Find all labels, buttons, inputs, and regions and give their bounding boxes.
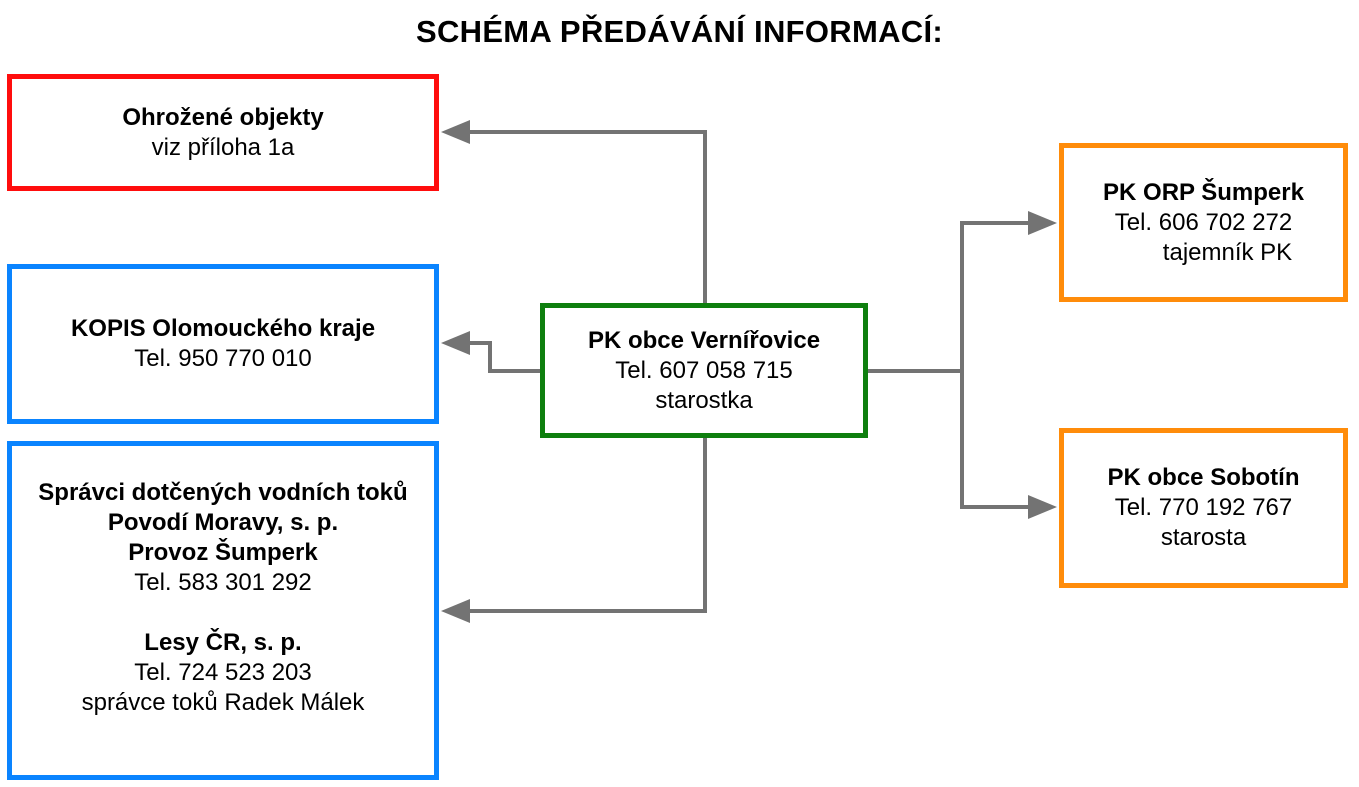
node-kopis-phone: Tel. 950 770 010 (134, 345, 312, 372)
node-pk-vernirovice: PK obce Vernířovice Tel. 607 058 715 sta… (540, 303, 868, 438)
node-spravci-title: Správci dotčených vodních toků (38, 479, 408, 506)
arrow-to-spravci (470, 438, 707, 613)
node-spravci-phone2: Tel. 724 523 203 (134, 659, 312, 686)
arrow-to-sobotin (960, 371, 1030, 509)
node-ohrozene-note: viz příloha 1a (151, 133, 295, 161)
diagram-title: SCHÉMA PŘEDÁVÁNÍ INFORMACÍ: (415, 14, 944, 49)
node-sobotin-role: starosta (1160, 524, 1247, 551)
arrowhead-spravci (441, 599, 470, 623)
node-ohrozene-objekty: Ohrožené objekty viz příloha 1a (7, 74, 439, 191)
node-pk-orp-sumperk: PK ORP Šumperk Tel. 606 702 272 tajemník… (1059, 143, 1348, 302)
node-spravci-provoz: Provoz Šumperk (128, 539, 318, 566)
arrowhead-sobotin (1028, 495, 1057, 519)
node-orp-phone: Tel. 606 702 272 (1114, 208, 1293, 236)
arrow-to-kopis (470, 341, 540, 373)
node-pk-sobotin: PK obce Sobotín Tel. 770 192 767 starost… (1059, 428, 1348, 588)
node-center-title: PK obce Vernířovice (587, 326, 821, 354)
node-spravci-povodi: Povodí Moravy, s. p. (107, 509, 339, 536)
node-spravci-phone1: Tel. 583 301 292 (134, 569, 312, 596)
node-orp-title: PK ORP Šumperk (1103, 178, 1304, 206)
node-spravci-contact: správce toků Radek Málek (81, 689, 365, 716)
arrowhead-ohrozene (441, 120, 470, 144)
node-center-phone: Tel. 607 058 715 (615, 356, 793, 384)
node-sobotin-phone: Tel. 770 192 767 (1114, 494, 1293, 521)
arrowhead-orp (1028, 211, 1057, 235)
arrow-to-ohrozene (470, 130, 707, 303)
node-kopis: KOPIS Olomouckého kraje Tel. 950 770 010 (7, 264, 439, 424)
node-kopis-title: KOPIS Olomouckého kraje (70, 315, 376, 342)
node-spravci-lesy: Lesy ČR, s. p. (144, 629, 302, 656)
arrowhead-kopis (441, 331, 470, 355)
node-sobotin-title: PK obce Sobotín (1107, 464, 1300, 491)
arrow-to-orp (960, 221, 1030, 371)
node-orp-role: tajemník PK (1162, 238, 1293, 266)
node-center-role: starostka (655, 386, 753, 414)
node-ohrozene-title: Ohrožené objekty (122, 103, 324, 131)
node-spravci-toku: Správci dotčených vodních toků Povodí Mo… (7, 441, 439, 780)
